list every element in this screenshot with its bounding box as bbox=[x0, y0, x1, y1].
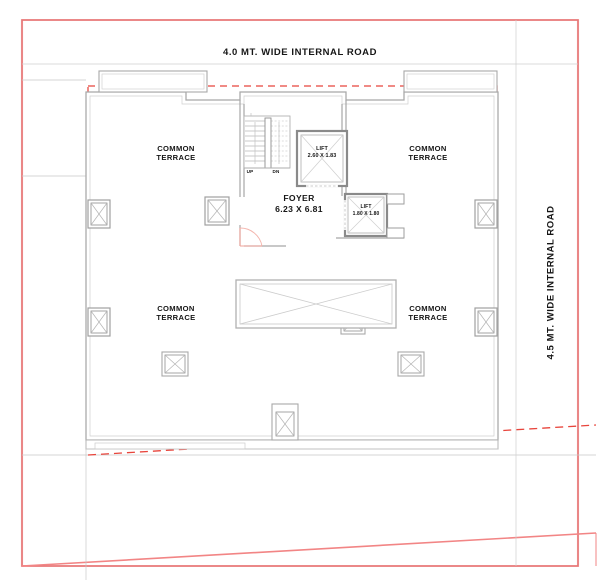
stair-up-label: UP bbox=[246, 169, 254, 174]
column-interior-left-lower bbox=[161, 351, 189, 377]
lift-1-dimensions: 2.60 X 1.83 bbox=[307, 153, 337, 159]
bottom-parapet-band bbox=[85, 439, 499, 450]
plot-boundary-angled-edge bbox=[21, 532, 597, 567]
plot-boundary bbox=[20, 18, 580, 568]
staircase bbox=[243, 113, 291, 169]
lift-1-shaft bbox=[295, 129, 349, 188]
foyer-door-swing bbox=[239, 227, 263, 247]
lift-2-dimensions: 1.80 X 1.80 bbox=[352, 211, 380, 217]
road-edge-lines bbox=[22, 20, 578, 566]
lift-2-label: LIFT bbox=[360, 204, 372, 210]
stair-dn-label: DN bbox=[272, 169, 280, 174]
lift-2-shaft bbox=[343, 192, 405, 239]
column-left-lower bbox=[87, 307, 111, 337]
foyer-dimensions: 6.23 X 6.81 bbox=[275, 204, 323, 214]
road-label-top: 4.0 MT. WIDE INTERNAL ROAD bbox=[223, 47, 377, 58]
central-overhead-tank bbox=[235, 279, 397, 329]
foyer-name: FOYER bbox=[283, 193, 315, 203]
column-right-upper bbox=[474, 199, 498, 229]
column-right-lower bbox=[474, 307, 498, 337]
top-parapet-inner-lines bbox=[101, 73, 495, 90]
lift-1-label: LIFT bbox=[316, 146, 328, 152]
road-label-right: 4.5 MT. WIDE INTERNAL ROAD bbox=[545, 205, 557, 360]
column-bottom-center bbox=[271, 403, 299, 441]
top-parapet-projections bbox=[98, 70, 498, 93]
column-interior-left bbox=[204, 196, 230, 226]
column-left-upper bbox=[87, 199, 111, 229]
column-interior-right-lower bbox=[397, 351, 425, 377]
